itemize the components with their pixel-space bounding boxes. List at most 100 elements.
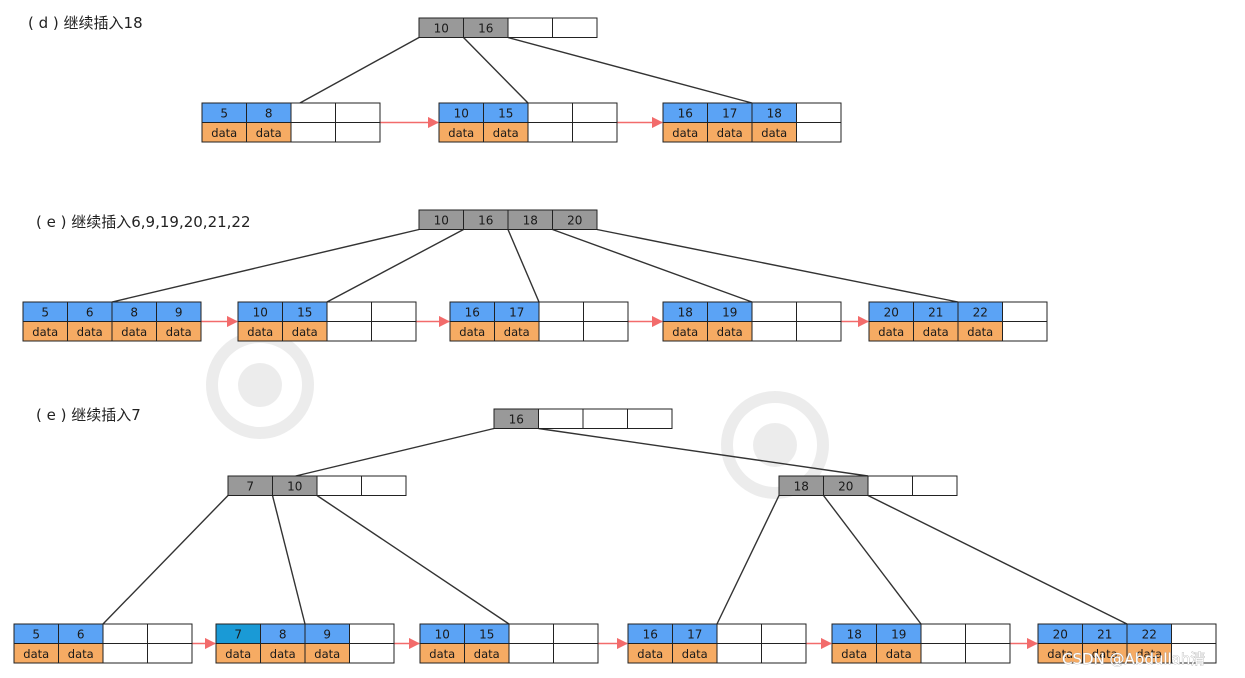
empty-key-cell (582, 408, 628, 429)
key-label: 5 (220, 106, 228, 120)
empty-key-cell (920, 623, 966, 644)
leaf-link-arrows (192, 116, 1039, 650)
key-label: 18 (847, 627, 862, 641)
empty-data-cell (349, 643, 395, 664)
tree-edge (316, 494, 510, 625)
data-label: data (459, 325, 485, 339)
data-label: data (761, 126, 787, 140)
key-label: 8 (279, 627, 287, 641)
tree-edge (111, 228, 420, 303)
key-label: 16 (478, 21, 493, 35)
key-label: 16 (478, 213, 493, 227)
key-label: 17 (722, 106, 737, 120)
empty-key-cell (583, 301, 629, 322)
empty-key-cell (316, 475, 362, 496)
data-label: data (23, 647, 49, 661)
key-label: 6 (86, 305, 94, 319)
key-label: 18 (523, 213, 538, 227)
empty-key-cell (1002, 301, 1048, 322)
empty-data-cell (965, 643, 1011, 664)
key-label: 21 (1097, 627, 1112, 641)
data-label: data (166, 325, 192, 339)
empty-key-cell (290, 102, 336, 123)
empty-data-cell (326, 321, 372, 342)
empty-data-cell (751, 321, 797, 342)
key-label: 20 (838, 479, 853, 493)
empty-data-cell (796, 122, 842, 143)
data-label: data (429, 647, 455, 661)
key-label: 20 (567, 213, 582, 227)
key-label: 16 (465, 305, 480, 319)
key-label: 16 (678, 106, 693, 120)
section-e2-title: ( e ) 继续插入7 (36, 406, 141, 424)
key-label: 7 (234, 627, 242, 641)
empty-key-cell (912, 475, 958, 496)
key-label: 16 (509, 412, 524, 426)
key-label: 10 (434, 21, 449, 35)
empty-key-cell (102, 623, 148, 644)
tree-edge (507, 229, 540, 303)
empty-key-cell (796, 301, 842, 322)
empty-key-cell (538, 301, 584, 322)
empty-key-cell (527, 102, 573, 123)
empty-data-cell (761, 643, 807, 664)
empty-key-cell (371, 301, 417, 322)
data-label: data (886, 647, 912, 661)
tree-edge (295, 427, 495, 477)
empty-data-cell (1171, 643, 1217, 664)
data-label: data (68, 647, 94, 661)
key-label: 19 (722, 305, 737, 319)
internal-node: 10 16 (418, 17, 598, 38)
tree-edges (102, 36, 1128, 625)
tree-edge (716, 495, 780, 625)
empty-data-cell (920, 643, 966, 664)
tree-edge (552, 228, 753, 303)
data-label: data (1047, 647, 1073, 661)
empty-key-cell (761, 623, 807, 644)
empty-data-cell (508, 643, 554, 664)
empty-data-cell (796, 321, 842, 342)
tree-edge (326, 228, 464, 303)
data-label: data (878, 325, 904, 339)
data-label: data (504, 325, 530, 339)
data-label: data (211, 126, 237, 140)
key-label: 15 (297, 305, 312, 319)
data-label: data (637, 647, 663, 661)
tree-edge (299, 36, 420, 104)
key-label: 8 (130, 305, 138, 319)
empty-key-cell (751, 301, 797, 322)
key-label: 15 (479, 627, 494, 641)
data-label: data (77, 325, 103, 339)
empty-data-cell (335, 122, 381, 143)
empty-key-cell (361, 475, 407, 496)
empty-data-cell (527, 122, 573, 143)
key-label: 10 (253, 305, 268, 319)
empty-data-cell (290, 122, 336, 143)
key-label: 10 (454, 106, 469, 120)
key-label: 6 (77, 627, 85, 641)
empty-key-cell (627, 408, 673, 429)
data-label: data (672, 325, 698, 339)
section-d-title: ( d ) 继续插入18 (28, 14, 143, 32)
key-label: 9 (175, 305, 183, 319)
data-label: data (474, 647, 500, 661)
data-label: data (682, 647, 708, 661)
data-label: data (717, 126, 743, 140)
tree-edge (538, 427, 869, 477)
key-label: 10 (287, 479, 302, 493)
tree-edge (822, 495, 922, 625)
empty-key-cell (965, 623, 1011, 644)
data-label: data (923, 325, 949, 339)
internal-node: 16 (493, 408, 673, 429)
data-label: data (717, 325, 743, 339)
